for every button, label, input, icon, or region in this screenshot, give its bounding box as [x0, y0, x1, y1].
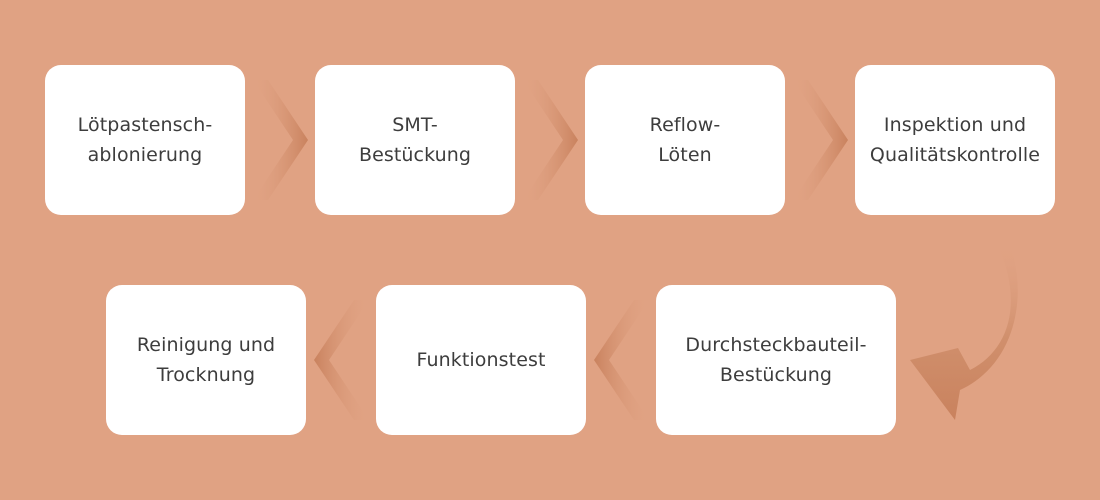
- step-card-7: Reinigung und Trocknung: [106, 285, 306, 435]
- chevron-right-icon: [793, 80, 848, 200]
- step-card-4: Inspektion und Qualitätskontrolle: [855, 65, 1055, 215]
- step-card-6: Funktionstest: [376, 285, 586, 435]
- step-card-3: Reflow- Löten: [585, 65, 785, 215]
- chevron-left-icon: [594, 300, 649, 420]
- curved-arrow-down-icon: [900, 240, 1020, 430]
- step-label-2: SMT- Bestückung: [358, 114, 472, 166]
- step-label-4: Inspektion und Qualitätskontrolle: [869, 114, 1041, 166]
- step-label-3: Reflow- Löten: [649, 114, 721, 166]
- step-label-6: Funktionstest: [416, 349, 546, 371]
- chevron-left-icon: [314, 300, 369, 420]
- step-card-1: Lötpastensch- ablonierung: [45, 65, 245, 215]
- chevron-right-icon: [253, 80, 308, 200]
- step-card-2: SMT- Bestückung: [315, 65, 515, 215]
- chevron-right-icon: [523, 80, 578, 200]
- step-label-5: Durchsteckbauteil- Bestückung: [685, 334, 867, 386]
- step-card-5: Durchsteckbauteil- Bestückung: [656, 285, 896, 435]
- step-label-1: Lötpastensch- ablonierung: [77, 114, 213, 166]
- step-label-7: Reinigung und Trocknung: [136, 334, 276, 386]
